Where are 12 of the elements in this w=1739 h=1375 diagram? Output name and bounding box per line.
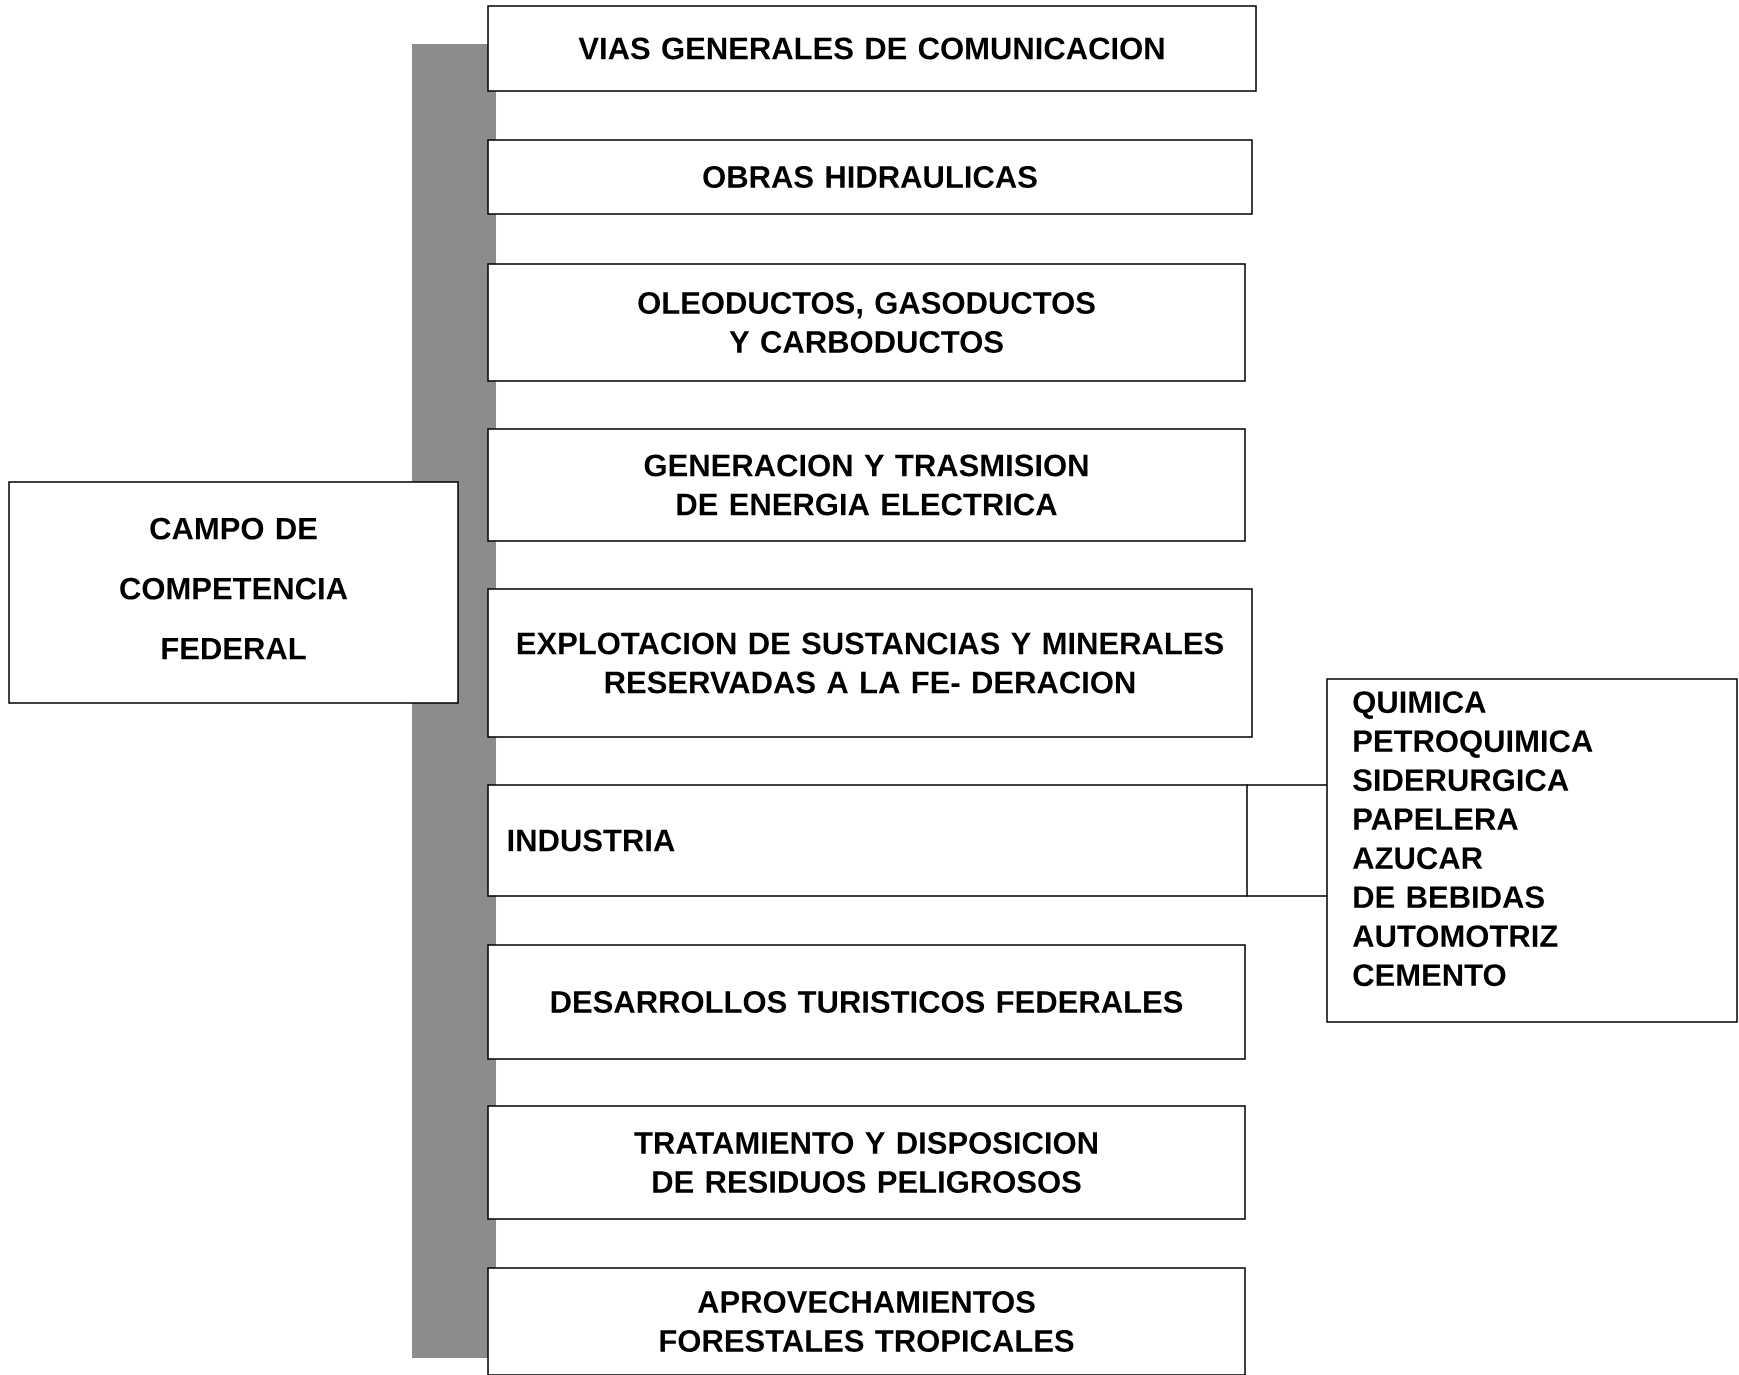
category-box: VIAS GENERALES DE COMUNICACION <box>487 5 1257 92</box>
category-box: EXPLOTACION DE SUSTANCIAS Y MINERALES RESERVADAS A LA FE- DERACION <box>487 588 1253 738</box>
category-box: GENERACION Y TRASMISION DE ENERGIA ELECTRICA <box>487 428 1246 542</box>
category-box: INDUSTRIA <box>487 784 1248 897</box>
list-box: QUIMICA PETROQUIMICA SIDERURGICA PAPELERA AZUCAR DE BEBIDAS AUTOMOTRIZ CEMENTO <box>1326 678 1738 1023</box>
connector-line <box>1246 784 1328 897</box>
category-box: APROVECHAMIENTOS FORESTALES TROPICALES <box>487 1267 1246 1375</box>
category-box: DESARROLLOS TURISTICOS FEDERALES <box>487 944 1246 1060</box>
category-box: TRATAMIENTO Y DISPOSICION DE RESIDUOS PELIGROSOS <box>487 1105 1246 1220</box>
category-box: OBRAS HIDRAULICAS <box>487 139 1253 215</box>
category-box: OLEODUCTOS, GASODUCTOS Y CARBODUCTOS <box>487 263 1246 382</box>
title-box: CAMPO DE COMPETENCIA FEDERAL <box>8 481 459 704</box>
